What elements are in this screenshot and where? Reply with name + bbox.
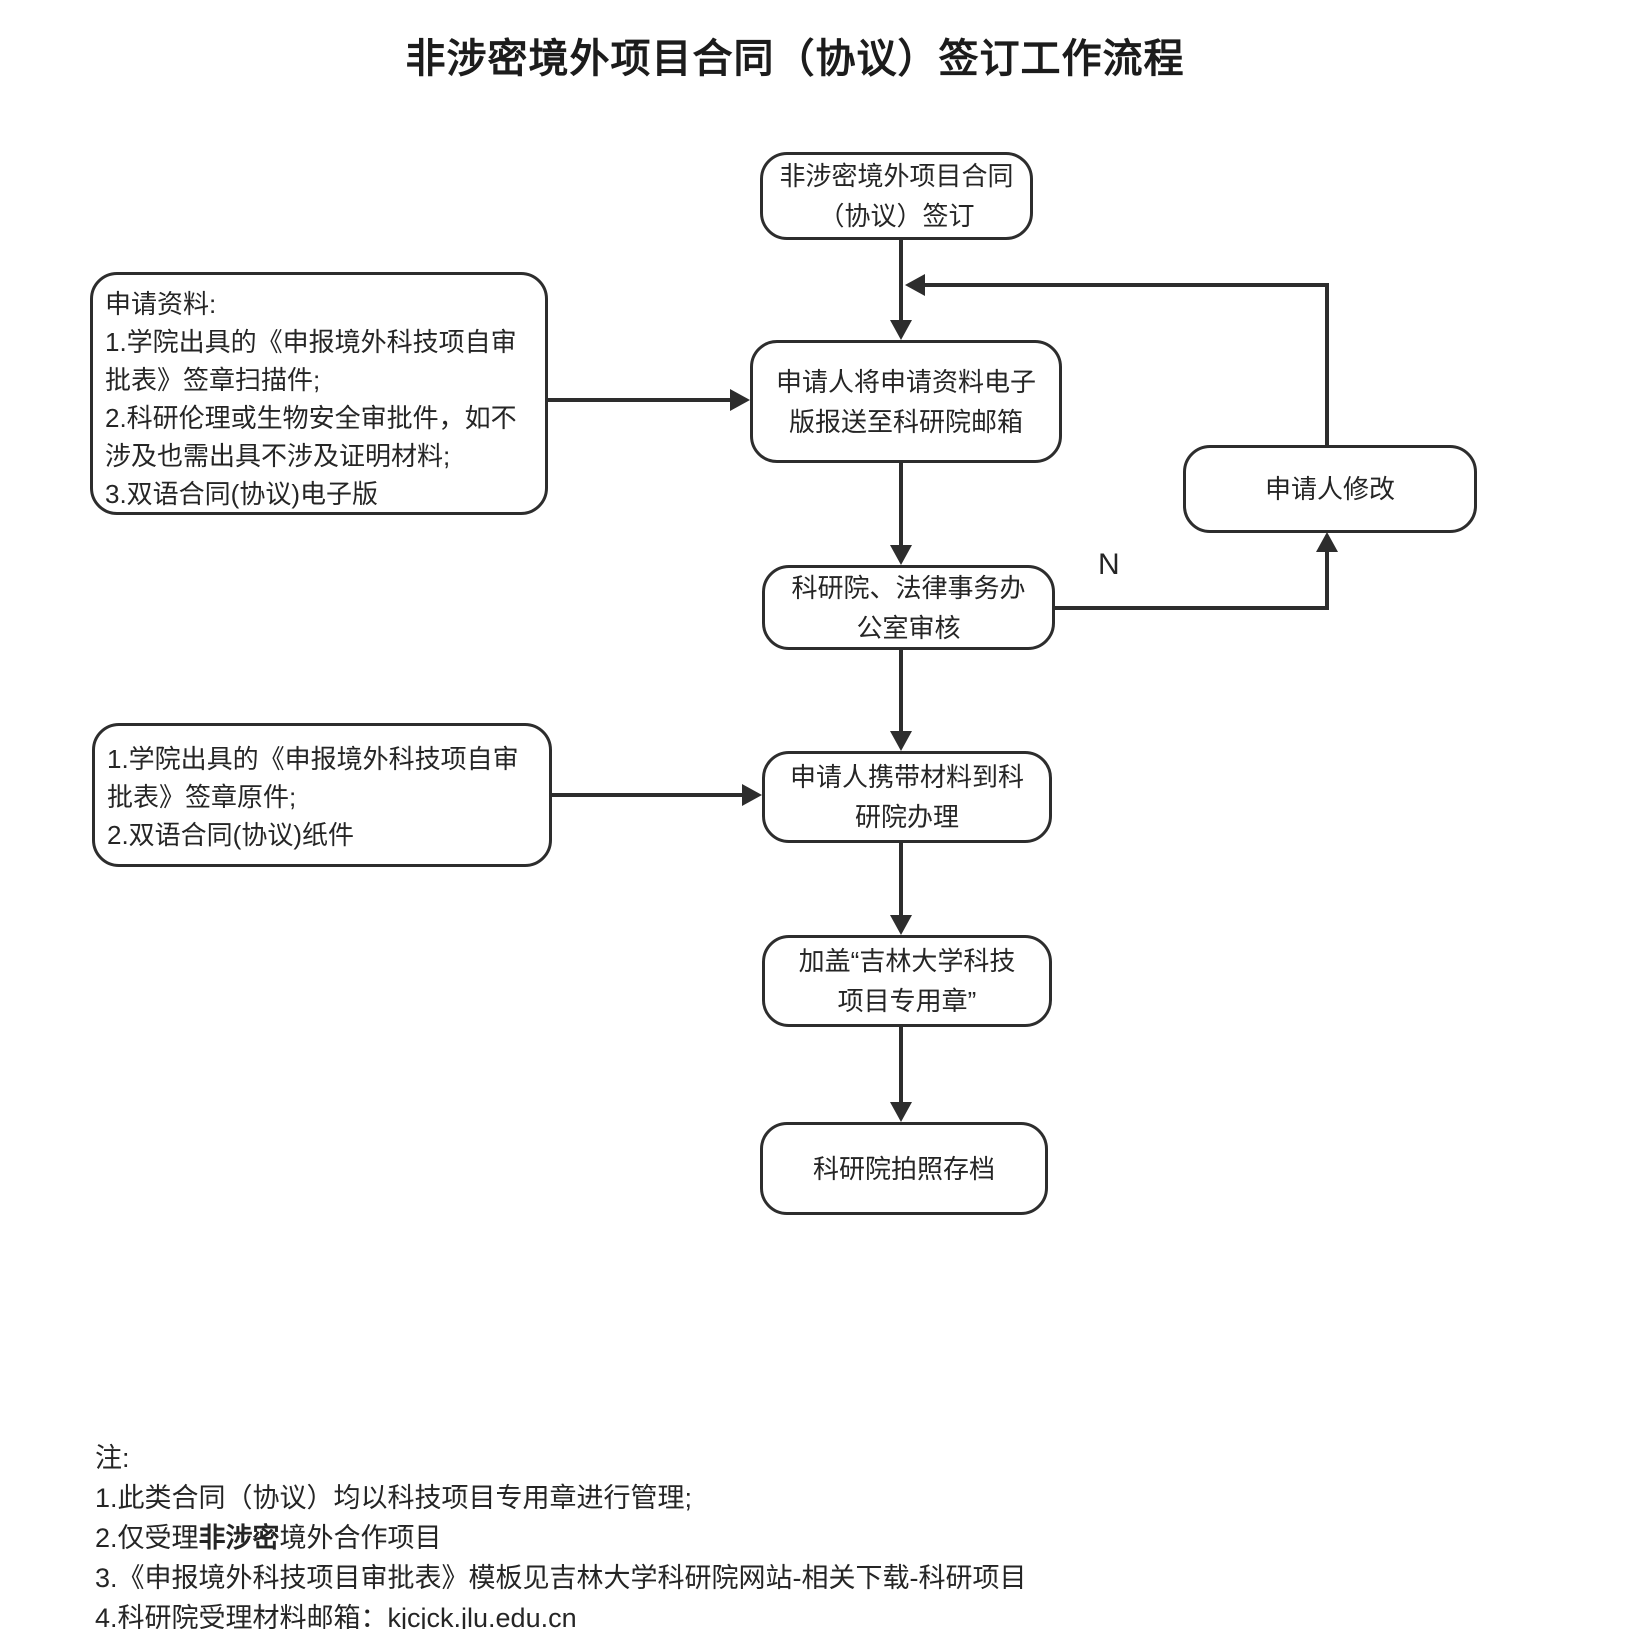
- materials-paper-line2: 批表》签章原件;: [107, 782, 297, 812]
- node-submit-line1: 申请人将申请资料电子: [775, 366, 1036, 397]
- edge-stamp-to-archive-line: [899, 1027, 903, 1102]
- node-archive: 科研院拍照存档: [760, 1122, 1048, 1215]
- edge-materials-electronic-line: [548, 398, 732, 402]
- arrow-head-up-into-modify-icon: [1316, 532, 1338, 552]
- edge-label-reject-n: N: [1098, 548, 1120, 581]
- footnote-item-3: 3.《申报境外科技项目审批表》模板见吉林大学科研院网站-相关下载-科研项目: [95, 1563, 1027, 1593]
- node-modify: 申请人修改: [1183, 445, 1477, 533]
- materials-paper-line3: 2.双语合同(协议)纸件: [107, 820, 355, 850]
- materials-electronic-line6: 3.双语合同(协议)电子版: [105, 479, 379, 509]
- node-stamp-line1: 加盖“吉林大学科技: [798, 946, 1016, 976]
- edge-modify-return-vertical-line: [1325, 283, 1329, 445]
- footnote-item-1: 1.此类合同（协议）均以科技项目专用章进行管理;: [95, 1483, 693, 1513]
- node-bring-line1: 申请人携带材料到科: [789, 762, 1024, 792]
- materials-electronic-line5: 涉及也需出具不涉及证明材料;: [105, 441, 451, 471]
- page-title: 非涉密境外项目合同（协议）签订工作流程: [405, 37, 1185, 81]
- node-review-line2: 公室审核: [856, 612, 961, 643]
- footnote-item-2-prefix: 2.仅受理: [95, 1523, 199, 1553]
- sidebox-materials-paper: 1.学院出具的《申报境外科技项自审 批表》签章原件; 2.双语合同(协议)纸件: [92, 723, 552, 867]
- arrow-head-down-into-submit-icon: [890, 320, 912, 340]
- materials-electronic-line1: 申请资料:: [105, 289, 217, 319]
- footnote-item-2-suffix: 境外合作项目: [279, 1523, 442, 1553]
- footnote-item-2: 2.仅受理非涉密境外合作项目: [95, 1518, 1027, 1558]
- materials-electronic-line4: 2.科研伦理或生物安全审批件，如不: [105, 403, 517, 433]
- arrow-head-right-into-bring-icon: [742, 784, 762, 806]
- arrow-head-down-into-bring-icon: [890, 731, 912, 751]
- node-bring: 申请人携带材料到科 研院办理: [762, 751, 1052, 843]
- footnote-item-2-bold: 非涉密: [198, 1523, 280, 1553]
- edge-submit-to-review-line: [899, 463, 903, 545]
- arrow-head-right-into-submit-icon: [730, 389, 750, 411]
- node-archive-line1: 科研院拍照存档: [812, 1153, 995, 1184]
- node-submit: 申请人将申请资料电子 版报送至科研院邮箱: [750, 340, 1062, 463]
- sidebox-materials-electronic: 申请资料: 1.学院出具的《申报境外科技项自审 批表》签章扫描件; 2.科研伦理…: [90, 272, 548, 515]
- node-review-line1: 科研院、法律事务办: [791, 572, 1026, 603]
- footnote-heading: 注:: [95, 1443, 130, 1473]
- arrow-head-down-into-review-icon: [890, 545, 912, 565]
- edge-modify-return-horizontal-line: [923, 283, 1329, 287]
- arrow-head-left-rejoin-icon: [905, 274, 925, 296]
- node-start: 非涉密境外项目合同 （协议）签订: [760, 152, 1033, 240]
- node-bring-line2: 研院办理: [854, 802, 959, 832]
- node-start-line1: 非涉密境外项目合同: [779, 161, 1014, 191]
- materials-electronic-line2: 1.学院出具的《申报境外科技项自审: [105, 327, 517, 357]
- materials-electronic-line3: 批表》签章扫描件;: [105, 365, 321, 395]
- arrow-head-down-into-archive-icon: [890, 1102, 912, 1122]
- edge-review-to-modify-vertical-line: [1325, 550, 1329, 610]
- materials-paper-line1: 1.学院出具的《申报境外科技项自审: [107, 744, 519, 774]
- edge-start-to-submit-line: [899, 240, 903, 322]
- footnotes: 注: 1.此类合同（协议）均以科技项目专用章进行管理; 2.仅受理非涉密境外合作…: [95, 1438, 1027, 1629]
- node-stamp-line2: 项目专用章”: [837, 986, 977, 1016]
- footnote-item-4: 4.科研院受理材料邮箱：kjcjck.jlu.edu.cn: [95, 1603, 577, 1629]
- node-review: 科研院、法律事务办 公室审核: [762, 565, 1055, 650]
- edge-bring-to-stamp-line: [899, 843, 903, 915]
- edge-materials-paper-line: [552, 793, 744, 797]
- edge-review-to-bring-line: [899, 650, 903, 731]
- node-submit-line2: 版报送至科研院邮箱: [788, 406, 1023, 437]
- arrow-head-down-into-stamp-icon: [890, 915, 912, 935]
- node-modify-line1: 申请人修改: [1264, 474, 1395, 504]
- node-stamp: 加盖“吉林大学科技 项目专用章”: [762, 935, 1052, 1027]
- node-start-line2: （协议）签订: [818, 201, 975, 231]
- edge-review-to-modify-horizontal-line: [1055, 606, 1329, 610]
